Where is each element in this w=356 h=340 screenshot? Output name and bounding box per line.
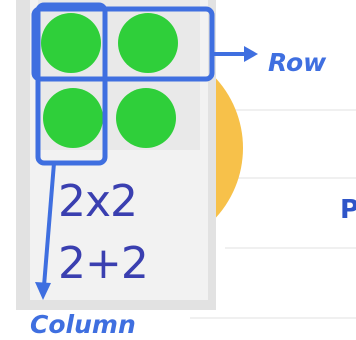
expression-multiplication: 2x2 <box>58 176 137 227</box>
row-arrow-head <box>244 46 258 62</box>
dot-r2-c2 <box>116 88 176 148</box>
column-highlight-box <box>35 2 108 166</box>
column-indicator <box>35 2 108 300</box>
dot-array <box>41 13 178 148</box>
dot-r1-c2 <box>118 13 178 73</box>
dot-r2-c1 <box>43 88 103 148</box>
row-label: Row <box>268 48 327 77</box>
column-label: Column <box>30 310 136 339</box>
dot-r1-c1 <box>41 13 101 73</box>
row-indicator <box>31 6 258 82</box>
column-arrow-line <box>42 162 56 287</box>
row-highlight-box <box>31 6 215 82</box>
partial-right-label: P <box>340 195 356 225</box>
column-arrow-head <box>35 282 51 300</box>
expression-addition: 2+2 <box>58 238 148 289</box>
background-lines <box>190 109 356 319</box>
